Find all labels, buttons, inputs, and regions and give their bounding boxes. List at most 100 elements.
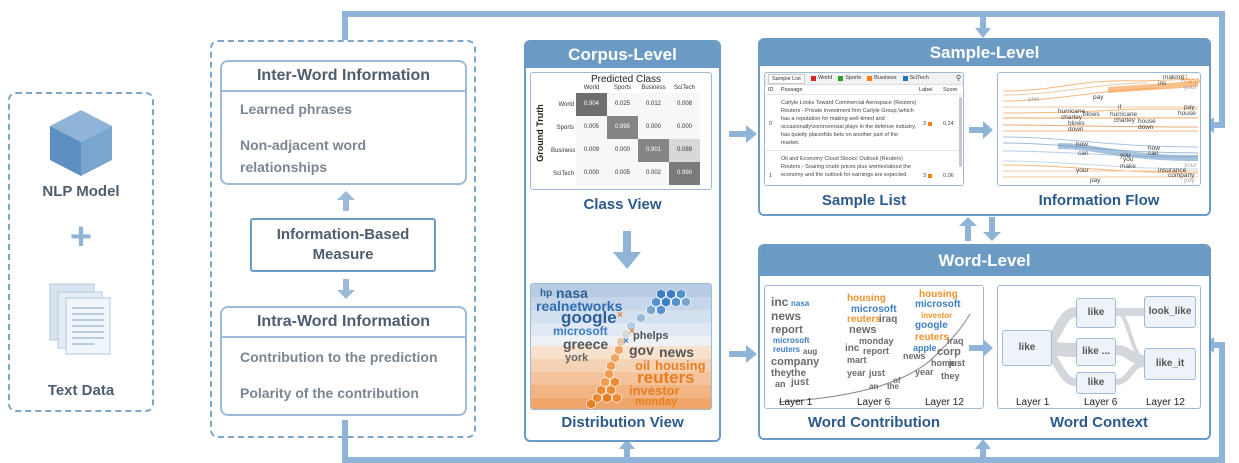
flow-word[interactable]: blows — [1083, 111, 1100, 118]
contribution-word[interactable]: microsoft — [851, 304, 897, 315]
contribution-word[interactable]: news — [771, 309, 802, 323]
contribution-word[interactable]: iraq — [879, 314, 898, 325]
flow-word[interactable]: your — [1184, 162, 1197, 169]
contribution-word[interactable]: reuters — [915, 332, 949, 343]
contribution-word[interactable]: investor — [921, 311, 953, 320]
contribution-word[interactable]: report — [771, 324, 803, 336]
distribution-view[interactable]: ××× hp nasa realnetworks google microsof… — [530, 283, 712, 410]
contribution-word[interactable]: year — [915, 367, 934, 377]
contribution-word[interactable]: just — [791, 377, 809, 388]
distribution-hexagon[interactable] — [602, 392, 612, 404]
distribution-hexagon[interactable] — [636, 312, 646, 324]
context-node[interactable]: like ... — [1076, 338, 1116, 366]
contribution-word[interactable]: reuters — [847, 314, 881, 325]
context-node[interactable]: like — [1002, 330, 1052, 366]
sample-list-tab[interactable]: Sample List — [768, 74, 805, 84]
confusion-cell[interactable]: 0.000 — [607, 139, 638, 162]
contribution-word[interactable]: news — [903, 351, 926, 361]
distribution-hexagon[interactable] — [656, 288, 666, 300]
contribution-word[interactable]: microsoft — [915, 299, 961, 310]
header-id[interactable]: ID — [768, 87, 774, 93]
flow-word[interactable]: insurance — [1158, 167, 1187, 174]
contribution-word[interactable]: home — [931, 358, 956, 368]
flow-word[interactable]: blows — [1068, 120, 1085, 127]
class-view[interactable]: Predicted Class Ground Truth World Sport… — [530, 72, 712, 190]
distribution-hexagon[interactable] — [651, 296, 661, 308]
flow-word[interactable]: how — [1076, 141, 1088, 148]
contribution-word[interactable]: an — [869, 382, 879, 391]
confusion-cell[interactable]: 0.002 — [638, 162, 669, 185]
flow-word[interactable]: house — [1138, 118, 1156, 125]
header-passage[interactable]: Passage — [781, 87, 803, 93]
context-node[interactable]: like — [1076, 298, 1116, 328]
flow-word[interactable]: hurricane — [1110, 111, 1138, 118]
confusion-cell[interactable]: 0.901 — [638, 139, 669, 162]
flow-word[interactable]: can — [1078, 150, 1089, 157]
flow-word[interactable]: hurricane — [1058, 108, 1086, 115]
confusion-cell[interactable]: 0.000 — [638, 116, 669, 139]
scrollbar[interactable] — [959, 97, 962, 167]
contribution-word[interactable]: company — [771, 356, 820, 368]
contribution-word[interactable]: google — [915, 320, 948, 331]
contribution-word[interactable]: monday — [859, 336, 894, 346]
flow-word[interactable]: pay — [1184, 177, 1195, 184]
search-icon[interactable]: ⚲ — [955, 75, 961, 82]
contribution-word[interactable]: housing — [847, 293, 886, 304]
distribution-hexagon[interactable] — [592, 392, 602, 404]
contribution-word[interactable]: inc — [845, 343, 860, 354]
header-label[interactable]: Label — [919, 87, 933, 93]
contribution-word[interactable]: the — [887, 382, 899, 391]
distribution-hexagon[interactable] — [666, 288, 676, 300]
distribution-hexagon[interactable] — [626, 320, 636, 332]
contribution-word[interactable]: inc — [771, 295, 789, 309]
sample-row[interactable]: 0 Carlyle Looks Toward Commercial Aerosp… — [765, 97, 963, 151]
contribution-word[interactable]: the — [791, 368, 806, 379]
flow-word[interactable]: company — [1168, 172, 1195, 179]
confusion-cell[interactable]: 0.005 — [607, 162, 638, 185]
flow-word[interactable]: urer — [1028, 96, 1040, 103]
distribution-hexagon[interactable] — [612, 392, 622, 404]
flow-word[interactable]: carlyle — [1184, 78, 1201, 85]
confusion-cell[interactable]: 0.000 — [576, 162, 607, 185]
distribution-hexagon[interactable] — [681, 296, 691, 308]
confusion-cell[interactable]: 0.990 — [669, 162, 700, 185]
flow-word[interactable]: your — [1076, 167, 1089, 174]
flow-word[interactable]: CL — [1181, 74, 1190, 81]
context-node[interactable]: like_it — [1144, 348, 1196, 380]
distribution-hexagon[interactable] — [586, 398, 596, 409]
header-score[interactable]: Score — [943, 87, 958, 93]
flow-word[interactable]: ins — [1158, 80, 1167, 87]
flow-word[interactable]: down — [1068, 126, 1084, 133]
flow-word[interactable]: you — [1120, 152, 1131, 159]
contribution-word[interactable]: nasa — [791, 299, 810, 308]
flow-word[interactable]: charley — [1114, 117, 1135, 124]
distribution-hexagon[interactable] — [621, 328, 631, 340]
flow-word[interactable]: pay — [1093, 94, 1104, 101]
contribution-word[interactable]: news — [849, 324, 877, 336]
flow-word[interactable]: charley — [1061, 114, 1082, 121]
distribution-hexagon[interactable] — [671, 296, 681, 308]
flow-word[interactable]: down — [1138, 124, 1154, 131]
word-context[interactable]: like like like ... like look_like like_i… — [997, 285, 1201, 409]
flow-word[interactable]: pay — [1090, 177, 1101, 184]
flow-word[interactable]: making — [1163, 74, 1184, 81]
flow-word[interactable]: can — [1148, 150, 1159, 157]
distribution-hexagon[interactable] — [646, 304, 656, 316]
contribution-word[interactable]: just — [869, 368, 886, 378]
confusion-cell[interactable]: 0.995 — [607, 116, 638, 139]
confusion-cell[interactable]: 0.012 — [638, 93, 669, 116]
sample-row[interactable]: 1 Oil and Economy Cloud Stocks' Outlook … — [765, 153, 963, 185]
flow-word[interactable]: how — [1148, 145, 1160, 152]
distribution-hexagon[interactable] — [676, 288, 686, 300]
contribution-word[interactable]: of — [893, 376, 901, 385]
flow-word[interactable]: your — [1184, 84, 1197, 91]
contribution-word[interactable]: mart — [847, 355, 867, 365]
distribution-hexagon[interactable] — [656, 304, 666, 316]
contribution-word[interactable]: corp — [937, 346, 961, 358]
contribution-word[interactable]: an — [775, 379, 786, 389]
contribution-word[interactable]: year — [847, 368, 866, 378]
contribution-word[interactable]: apple — [913, 343, 937, 353]
confusion-cell[interactable]: 0.008 — [669, 93, 700, 116]
